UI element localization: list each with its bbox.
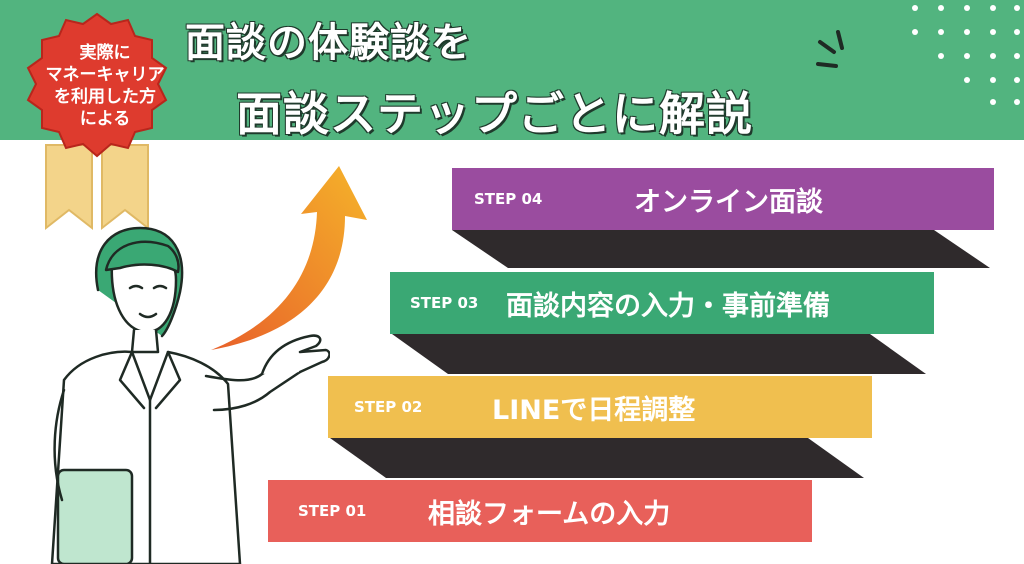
page-title-line1: 面談の体験談を — [185, 20, 472, 66]
step-label: STEP 02 — [354, 398, 423, 416]
step-name: 相談フォームの入力 — [428, 498, 671, 530]
page-title-line2: 面談ステップごとに解説 — [236, 87, 753, 141]
badge-line: による — [79, 109, 131, 129]
step-label: STEP 01 — [298, 502, 367, 520]
header-banner — [0, 0, 1024, 140]
businesswoman-illustration — [50, 226, 330, 564]
step-name: オンライン面談 — [634, 186, 823, 218]
step-label: STEP 04 — [474, 190, 543, 208]
step-02-bar: STEP 02 LINEで日程調整 — [328, 376, 872, 438]
badge-line: マネーキャリア — [45, 65, 165, 85]
badge-line: 実際に — [79, 43, 131, 63]
badge-line: を利用した方 — [54, 87, 156, 107]
upward-arrow-icon — [211, 166, 367, 350]
award-badge-icon — [26, 12, 168, 231]
step-03-bar: STEP 03 面談内容の入力・事前準備 — [390, 272, 934, 334]
step-label: STEP 03 — [410, 294, 479, 312]
step-name: LINEで日程調整 — [492, 394, 696, 426]
step-01-bar: STEP 01 相談フォームの入力 — [268, 480, 812, 542]
step-04-bar: STEP 04 オンライン面談 — [452, 168, 994, 230]
dot-pattern-decoration — [912, 5, 1020, 105]
step-name: 面談内容の入力・事前準備 — [506, 290, 830, 322]
sparkle-lines-icon — [816, 30, 844, 68]
badge-text: 実際に マネーキャリア を利用した方 による — [30, 42, 180, 130]
